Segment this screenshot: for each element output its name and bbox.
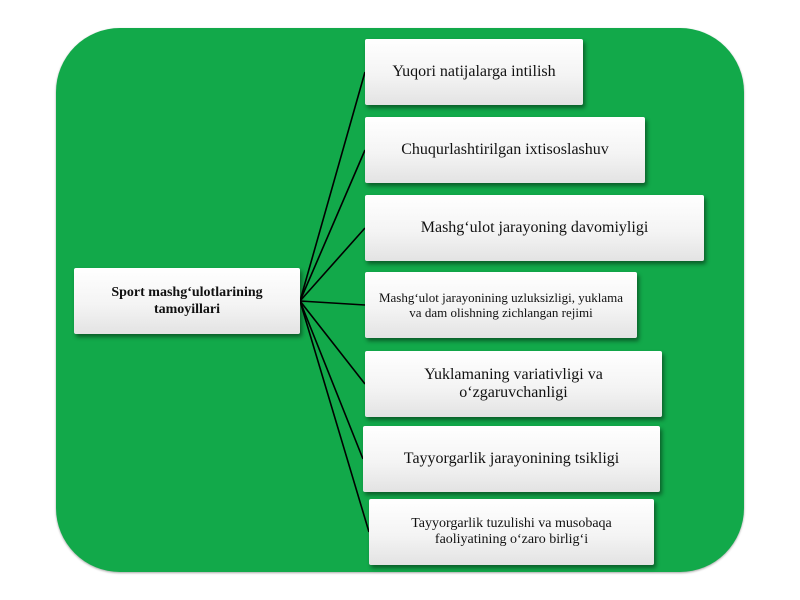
principle-node-label: Chuqurlashtirilgan ixtisoslashuv bbox=[401, 141, 609, 158]
connector-line-1 bbox=[299, 71, 366, 302]
principle-node-label: Tayyorgarlik tuzulishi va musobaqa faoli… bbox=[411, 516, 612, 547]
root-node: Sport mashg‘ulotlarining tamoyillari bbox=[74, 268, 300, 334]
connector-line-7 bbox=[299, 300, 370, 533]
principle-node-1: Yuqori natijalarga intilish bbox=[365, 39, 583, 105]
principle-node-label: Mashg‘ulot jarayonining uzluksizligi, yu… bbox=[378, 290, 624, 320]
principle-node-6: Tayyorgarlik jarayonining tsikligi bbox=[363, 426, 660, 492]
principle-node-label: Yuklamaning variativligi va o‘zgaruvchan… bbox=[424, 366, 603, 401]
principle-node-label: Yuqori natijalarga intilish bbox=[392, 63, 556, 80]
connector-line-6 bbox=[299, 300, 364, 460]
connector-line-3 bbox=[299, 227, 366, 302]
connector-line-4 bbox=[299, 300, 366, 306]
connector-line-2 bbox=[299, 149, 366, 302]
root-node-label: Sport mashg‘ulotlarining tamoyillari bbox=[111, 285, 263, 317]
connector-line-5 bbox=[299, 300, 366, 385]
principle-node-label: Tayyorgarlik jarayonining tsikligi bbox=[403, 450, 620, 467]
principle-node-7: Tayyorgarlik tuzulishi va musobaqa faoli… bbox=[369, 499, 654, 565]
principle-node-2: Chuqurlashtirilgan ixtisoslashuv bbox=[365, 117, 645, 183]
principle-node-5: Yuklamaning variativligi va o‘zgaruvchan… bbox=[365, 351, 662, 417]
principle-node-4: Mashg‘ulot jarayonining uzluksizligi, yu… bbox=[365, 272, 637, 338]
principle-node-3: Mashg‘ulot jarayoning davomiyligi bbox=[365, 195, 704, 261]
principle-node-label: Mashg‘ulot jarayoning davomiyligi bbox=[420, 219, 649, 236]
